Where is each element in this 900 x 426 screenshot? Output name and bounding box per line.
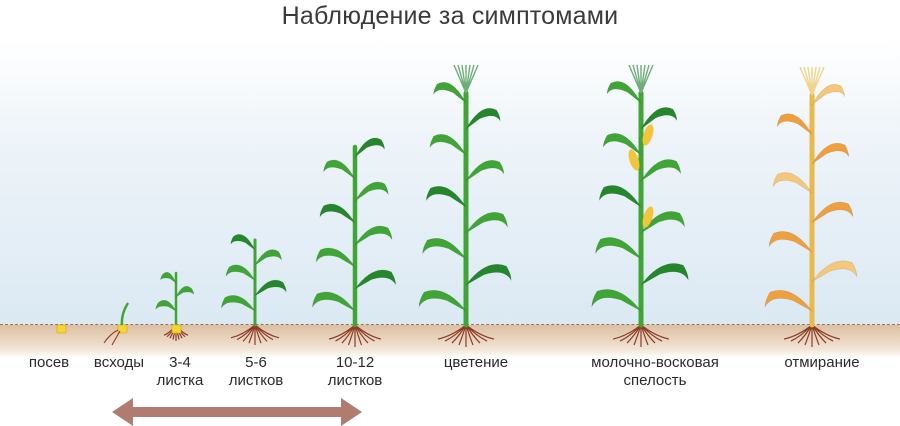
plant-milk-wax-ripeness <box>591 64 689 347</box>
plant-dying <box>764 66 858 347</box>
plant-emergence <box>103 302 130 346</box>
ground-line <box>0 324 900 325</box>
stage-label-dying: отмирание <box>784 354 860 371</box>
soil-strip <box>0 325 900 358</box>
plant-10-12-leaves <box>312 137 396 347</box>
plant-3-4-leaves <box>155 271 195 341</box>
stage-label-flowering: цветение <box>443 354 509 371</box>
seed-sowing <box>56 324 67 334</box>
plant-flowering <box>418 64 512 347</box>
stage-label-sowing: посев <box>28 354 70 371</box>
diagram-title: Наблюдение за симптомами <box>281 2 619 30</box>
stage-label-emergence: всходы <box>93 354 145 371</box>
plant-5-6-leaves <box>221 234 287 345</box>
